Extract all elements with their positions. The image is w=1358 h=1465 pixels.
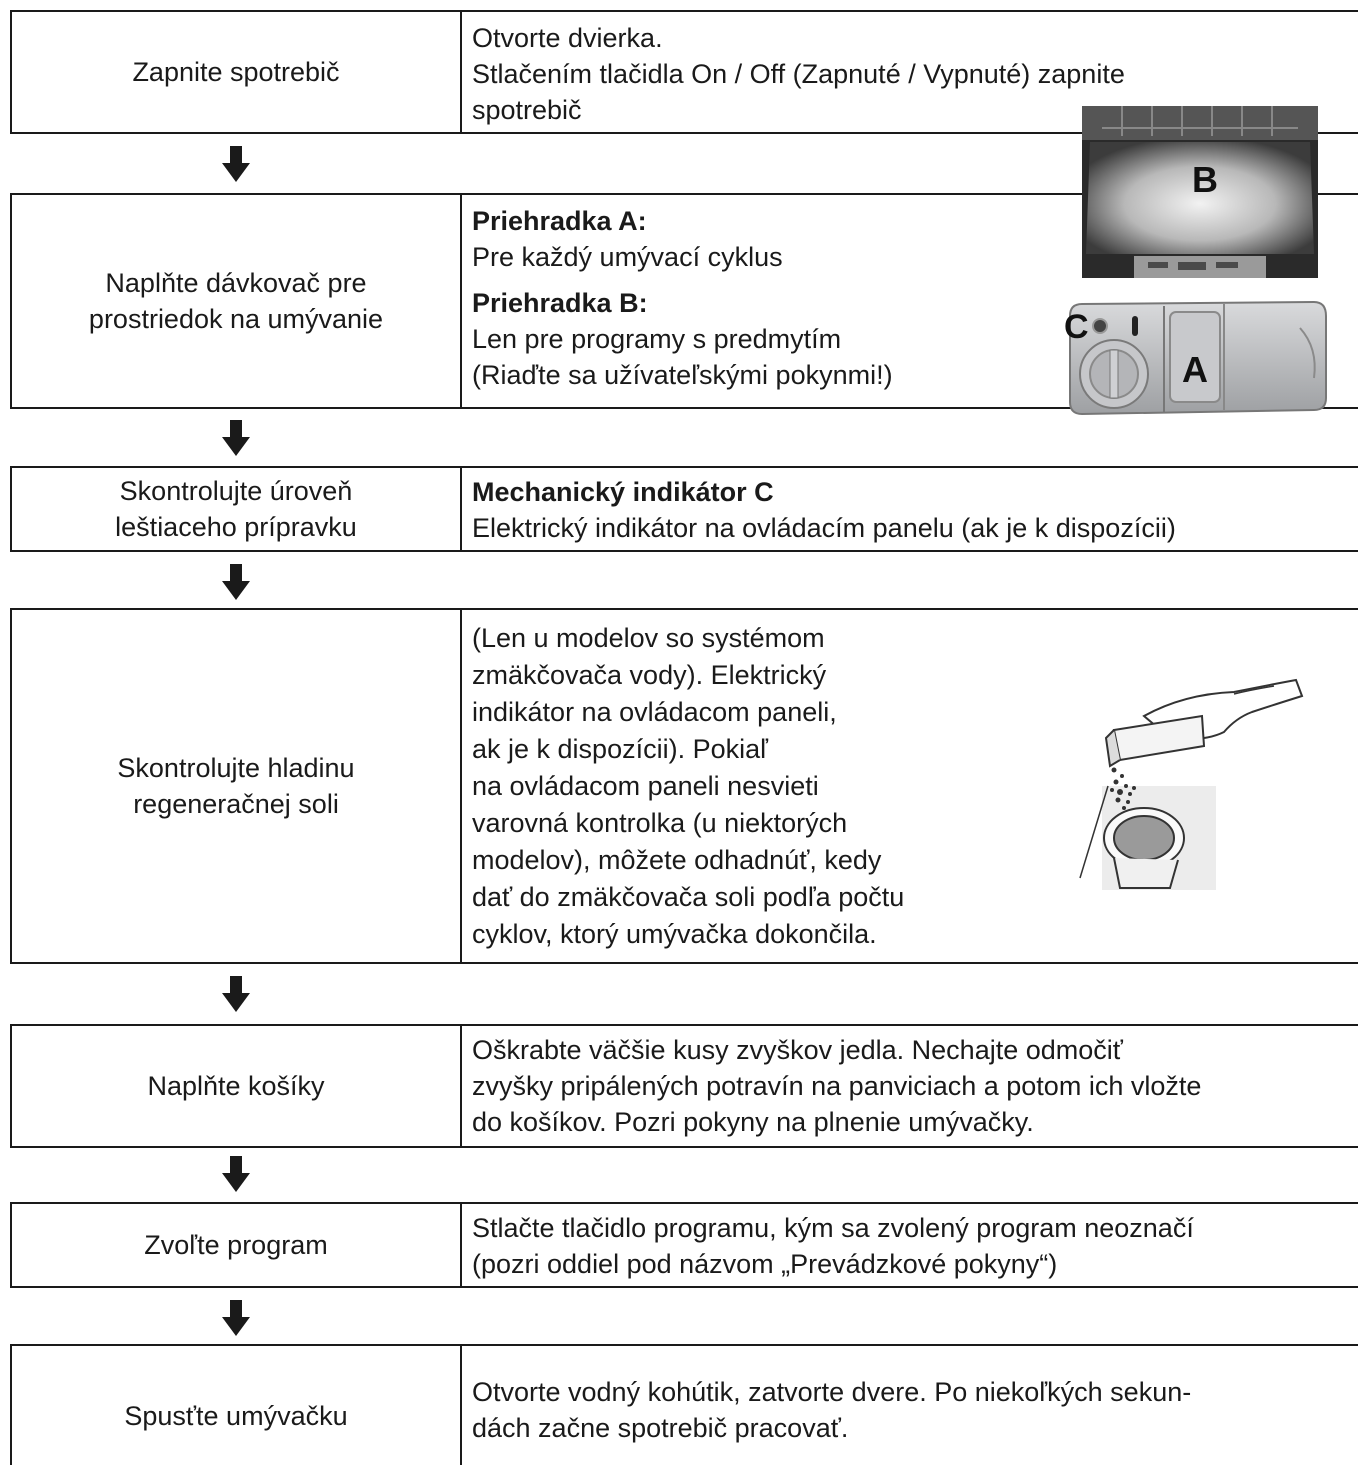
step-4-line: modelov), môžete odhadnúť, kedy	[472, 845, 882, 875]
step-6-description: Stlačte tlačidlo programu, kým sa zvolen…	[472, 1204, 1358, 1286]
step-7-description: Otvorte vodný kohútik, zatvorte dvere. P…	[472, 1346, 1358, 1465]
step-4-label-line: Skontrolujte hladinu	[117, 753, 355, 783]
column-divider	[460, 195, 462, 407]
step-6-label: Zvoľte program	[144, 1230, 328, 1260]
column-divider	[460, 1026, 462, 1146]
step-7-row: Spusťte umývačku Otvorte vodný kohútik, …	[10, 1344, 1358, 1465]
step-1-line: spotrebič	[472, 95, 582, 125]
step-7-label: Spusťte umývačku	[124, 1400, 348, 1431]
step-3-label-line: leštiaceho prípravku	[115, 512, 357, 542]
step-4-line: cyklov, ktorý umývačka dokončila.	[472, 919, 877, 949]
step-3-label: Skontrolujte úroveň leštiaceho prípravku	[12, 468, 460, 550]
step-5-line: Oškrabte väčšie kusy zvyškov jedla. Nech…	[472, 1035, 1123, 1065]
step-4-description: (Len u modelov so systémom zmäkčovača vo…	[472, 610, 1358, 962]
step-1-line: Otvorte dvierka.	[472, 23, 663, 53]
step-4-row: Skontrolujte hladinu regeneračnej soli (…	[10, 608, 1358, 964]
photo-label-c: C	[1064, 308, 1089, 346]
column-divider	[460, 1204, 462, 1286]
step-5-line: zvyšky pripálených potravín na panviciac…	[472, 1071, 1202, 1101]
salt-pouring-illustration	[1079, 678, 1304, 890]
step-4-line: dať do zmäkčovača soli podľa počtu	[472, 882, 905, 912]
arrow-down-icon	[222, 146, 250, 182]
step-3-row: Skontrolujte úroveň leštiaceho prípravku…	[10, 466, 1358, 552]
compartment-a-title: Priehradka A:	[472, 206, 647, 236]
step-3-description: Mechanický indikátor C Elektrický indiká…	[472, 468, 1358, 550]
electric-indicator-text: Elektrický indikátor na ovládacím panelu…	[472, 513, 1176, 543]
step-5-line: do košíkov. Pozri pokyny na plnenie umýv…	[472, 1107, 1034, 1137]
step-5-description: Oškrabte väčšie kusy zvyškov jedla. Nech…	[472, 1026, 1358, 1146]
compartment-b-text: Len pre programy s predmytím	[472, 324, 842, 354]
step-2-row: Naplňte dávkovač pre prostriedok na umýv…	[10, 193, 1358, 409]
arrow-down-icon	[222, 1300, 250, 1336]
step-2-description: Priehradka A: Pre každý umývací cyklus P…	[472, 195, 1358, 407]
step-1-label: Zapnite spotrebič	[132, 57, 340, 87]
step-4-line: varovná kontrolka (u niektorých	[472, 808, 848, 838]
step-7-line: Otvorte vodný kohútik, zatvorte dvere. P…	[472, 1377, 1192, 1407]
dispenser-detail-photo: C A	[1064, 300, 1327, 416]
step-2-label: Naplňte dávkovač pre prostriedok na umýv…	[88, 268, 384, 334]
arrow-down-icon	[222, 976, 250, 1012]
step-6-line: Stlačte tlačidlo programu, kým sa zvolen…	[472, 1213, 1194, 1243]
compartment-a-text: Pre každý umývací cyklus	[472, 242, 783, 272]
step-5-row: Naplňte košíky Oškrabte väčšie kusy zvyš…	[10, 1024, 1358, 1148]
mechanical-indicator-title: Mechanický indikátor C	[472, 477, 774, 507]
step-4-line: (Len u modelov so systémom	[472, 623, 825, 653]
column-divider	[460, 610, 462, 962]
column-divider	[460, 12, 462, 132]
column-divider	[460, 468, 462, 550]
step-6-row: Zvoľte program Stlačte tlačidlo programu…	[10, 1202, 1358, 1288]
step-7-line: dách začne spotrebič pracovať.	[472, 1413, 849, 1443]
dispenser-door-photo: B	[1082, 106, 1318, 278]
arrow-down-icon	[222, 420, 250, 456]
step-4-line: ak je k dispozícii). Pokiaľ	[472, 734, 768, 764]
step-4-label-line: regeneračnej soli	[133, 789, 339, 819]
compartment-b-text: (Riaďte sa užívateľskými pokynmi!)	[472, 360, 893, 390]
column-divider	[460, 1346, 462, 1465]
step-4-line: na ovládacom paneli nesvieti	[472, 771, 819, 801]
arrow-down-icon	[222, 1156, 250, 1192]
step-3-label-line: Skontrolujte úroveň	[119, 476, 353, 506]
compartment-b-title: Priehradka B:	[472, 288, 648, 318]
step-4-label: Skontrolujte hladinu regeneračnej soli	[12, 610, 460, 962]
step-5-label: Naplňte košíky	[147, 1071, 325, 1101]
step-1-line: Stlačením tlačidla On / Off (Zapnuté / V…	[472, 59, 1125, 89]
step-6-line: (pozri oddiel pod názvom „Prevádzkové po…	[472, 1249, 1058, 1279]
step-4-line: indikátor na ovládacom paneli,	[472, 697, 837, 727]
arrow-down-icon	[222, 564, 250, 600]
step-4-line: zmäkčovača vody). Elektrický	[472, 660, 827, 690]
photo-label-a: A	[1182, 349, 1208, 390]
photo-label-b: B	[1192, 159, 1218, 200]
step-1-description: Otvorte dvierka. Stlačením tlačidla On /…	[472, 12, 1358, 132]
step-1-row: Zapnite spotrebič Otvorte dvierka. Stlač…	[10, 10, 1358, 134]
